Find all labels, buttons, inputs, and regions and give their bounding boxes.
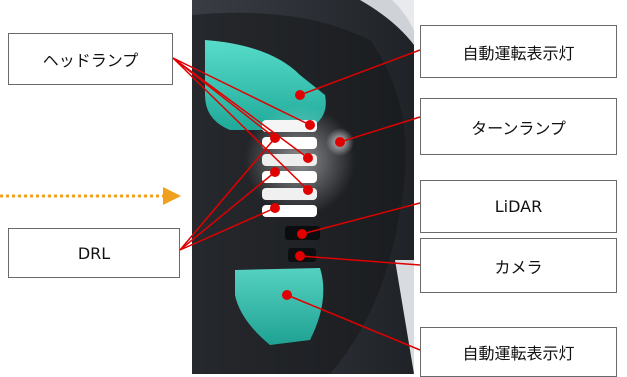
label-ad-indicator-bottom: 自動運転表示灯 xyxy=(420,327,617,377)
marker-drl-1 xyxy=(270,133,280,143)
marker-lidar xyxy=(297,229,307,239)
marker-camera xyxy=(295,251,305,261)
marker-drl-2 xyxy=(270,167,280,177)
label-lidar: LiDAR xyxy=(420,180,617,233)
pointer-arrow xyxy=(0,187,181,205)
label-turn-lamp: ターンランプ xyxy=(420,98,617,155)
marker-ad-indicator-top xyxy=(295,90,305,100)
marker-drl-3 xyxy=(270,203,280,213)
marker-ad-indicator-bottom xyxy=(282,290,292,300)
marker-headlamp-1 xyxy=(305,120,315,130)
marker-turn-lamp xyxy=(335,137,345,147)
leader-lines xyxy=(172,49,421,351)
label-headlamp: ヘッドランプ xyxy=(8,33,173,85)
marker-dots xyxy=(270,90,345,300)
marker-headlamp-2 xyxy=(303,153,313,163)
label-ad-indicator-top: 自動運転表示灯 xyxy=(420,25,617,78)
label-drl: DRL xyxy=(8,228,180,278)
label-camera: カメラ xyxy=(420,238,617,293)
marker-headlamp-3 xyxy=(303,185,313,195)
